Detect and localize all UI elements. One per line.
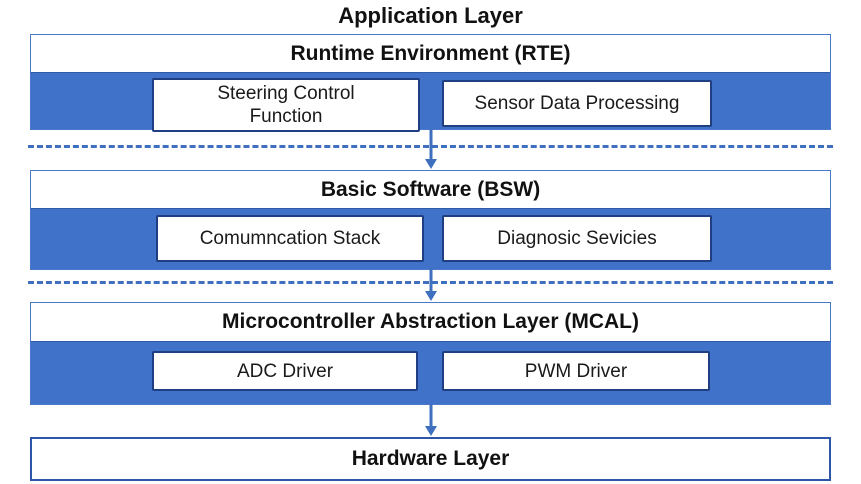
component-label: Diagnosic Sevicies: [497, 228, 657, 249]
component-label: Steering Control Function: [217, 83, 355, 127]
component-label: Comumncation Stack: [199, 228, 381, 249]
arrow-down-icon: [425, 268, 437, 301]
component-communication-stack: Comumncation Stack: [156, 215, 424, 262]
component-adc-driver: ADC Driver: [152, 351, 418, 391]
arrow-down-icon: [425, 129, 437, 169]
component-pwm-driver: PWM Driver: [442, 351, 710, 391]
component-steering-control: Steering Control Function: [152, 78, 420, 132]
arrow-down-icon: [425, 404, 437, 436]
component-label: PWM Driver: [524, 360, 628, 382]
layer-mcal: Microcontroller Abstraction Layer (MCAL): [30, 302, 831, 405]
layer-hardware: Hardware Layer: [30, 437, 831, 481]
component-diagnostic-services: Diagnosic Sevicies: [442, 215, 712, 262]
diagram-title: Application Layer: [338, 3, 523, 28]
layer-mcal-band: [31, 341, 830, 404]
component-label: Sensor Data Processing: [474, 93, 680, 114]
component-sensor-data-processing: Sensor Data Processing: [442, 80, 712, 127]
layer-hardware-title: Hardware Layer: [351, 447, 510, 470]
layer-rte-title: Runtime Environment (RTE): [31, 35, 830, 72]
layer-bsw-title: Basic Software (BSW): [31, 171, 830, 208]
component-label: ADC Driver: [236, 360, 334, 382]
layer-mcal-title: Microcontroller Abstraction Layer (MCAL): [31, 303, 830, 341]
